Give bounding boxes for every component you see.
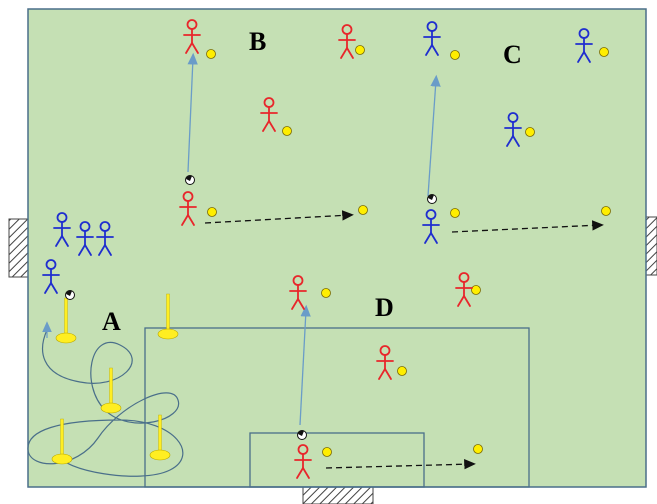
player-red-icon (179, 191, 197, 226)
ball-icon (473, 444, 483, 454)
player-red-icon (338, 24, 356, 59)
pass-arrow-c (427, 74, 441, 197)
player-blue-icon (504, 112, 522, 147)
ball-icon (599, 47, 609, 57)
zone-label-a: A (102, 307, 121, 336)
cones-layer (51, 293, 179, 465)
balls-layer (65, 45, 611, 457)
pass-arrow-b (187, 52, 198, 173)
dribble-arrow-c (451, 220, 604, 233)
player-red-icon (294, 444, 312, 479)
soccer-ball-icon (185, 175, 195, 185)
player-blue-icon (76, 221, 94, 256)
zone-label-c: C (503, 40, 522, 69)
ball-icon (358, 205, 368, 215)
player-blue-icon (53, 212, 71, 247)
players-layer (42, 19, 593, 479)
player-blue-icon (575, 28, 593, 63)
cone-marker-icon (157, 293, 179, 340)
ball-icon (355, 45, 365, 55)
ball-icon (207, 207, 217, 217)
ball-icon (206, 49, 216, 59)
player-red-icon (376, 345, 394, 380)
player-blue-icon (422, 209, 440, 244)
player-blue-icon (96, 221, 114, 256)
ball-icon (450, 208, 460, 218)
bottom-goal (302, 485, 374, 504)
zone-label-d: D (375, 293, 394, 322)
zone-label-b: B (249, 27, 267, 56)
ball-icon (450, 50, 460, 60)
ball-icon (601, 206, 611, 216)
soccer-ball-icon (427, 194, 437, 204)
soccer-ball-icon (297, 430, 307, 440)
player-red-icon (260, 97, 278, 132)
player-red-icon (183, 19, 201, 54)
left-goal (8, 218, 30, 278)
dribble-arrow-b (204, 210, 354, 224)
pitch (27, 8, 647, 488)
ball-icon (525, 127, 535, 137)
player-blue-icon (423, 21, 441, 56)
dribble-path (27, 329, 184, 477)
ball-icon (322, 447, 332, 457)
ball-icon (282, 126, 292, 136)
ball-icon (321, 288, 331, 298)
cone-marker-icon (149, 414, 171, 461)
right-goal (645, 216, 657, 276)
pass-arrow-d (299, 304, 311, 426)
ball-icon (397, 366, 407, 376)
goal-area (249, 432, 425, 488)
player-blue-icon (42, 259, 60, 294)
player-red-icon (289, 275, 307, 310)
cone-marker-icon (100, 367, 122, 414)
player-red-icon (455, 272, 473, 307)
cone-marker-icon (51, 418, 73, 465)
soccer-ball-icon (65, 290, 75, 300)
ball-icon (471, 285, 481, 295)
dribble-arrow-d (325, 459, 476, 470)
